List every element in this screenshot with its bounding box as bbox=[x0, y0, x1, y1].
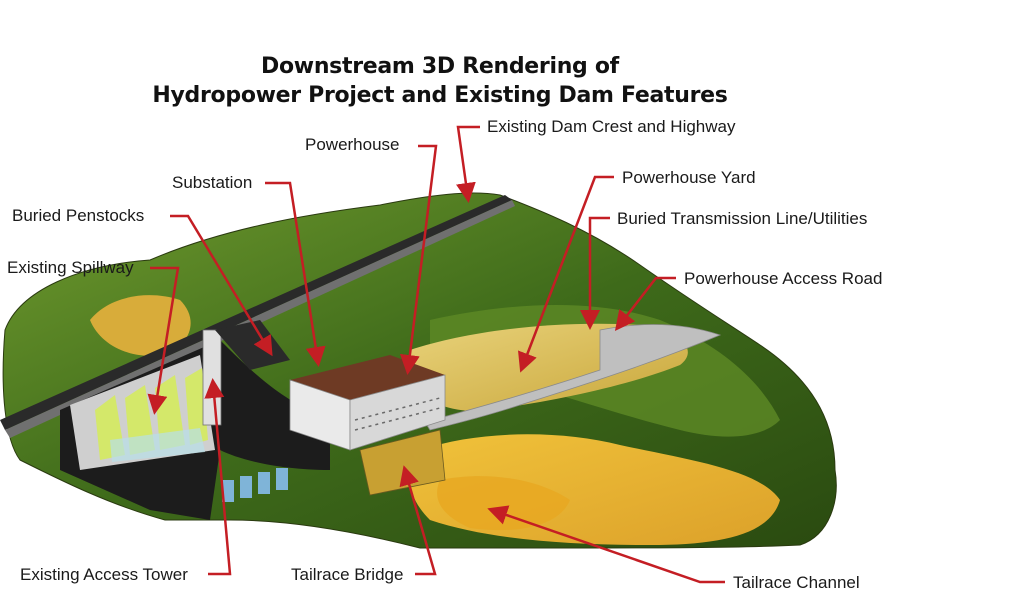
arrow-buried-transmission bbox=[580, 216, 610, 330]
label-buried-penstocks: Buried Penstocks bbox=[12, 206, 145, 225]
arrow-powerhouse-access-road bbox=[614, 276, 676, 331]
arrow-substation bbox=[265, 181, 326, 367]
arrow-tailrace-bridge bbox=[399, 465, 437, 576]
leader-arrows bbox=[147, 125, 725, 584]
diagram-title-line-2: Hydropower Project and Existing Dam Feat… bbox=[152, 83, 728, 108]
arrow-existing-access-tower bbox=[204, 378, 232, 576]
access-road bbox=[424, 324, 722, 431]
arrow-powerhouse bbox=[399, 144, 438, 375]
arrow-buried-penstocks bbox=[170, 214, 273, 357]
label-substation: Substation bbox=[172, 173, 253, 192]
arrow-powerhouse-yard bbox=[518, 175, 614, 373]
tailrace-channel-water bbox=[437, 476, 570, 531]
label-tailrace-bridge: Tailrace Bridge bbox=[291, 565, 404, 584]
tailrace-bridge bbox=[359, 429, 446, 496]
label-tailrace-channel: Tailrace Channel bbox=[733, 573, 860, 592]
label-existing-dam-crest: Existing Dam Crest and Highway bbox=[487, 117, 736, 136]
label-existing-spillway: Existing Spillway bbox=[7, 258, 134, 277]
label-buried-transmission: Buried Transmission Line/Utilities bbox=[617, 209, 868, 228]
diagram-title-line-1: Downstream 3D Rendering of bbox=[261, 54, 619, 79]
arrow-tailrace-channel bbox=[487, 505, 725, 584]
spillway-structure bbox=[70, 355, 215, 470]
blue-grates bbox=[222, 468, 288, 502]
label-powerhouse-yard: Powerhouse Yard bbox=[622, 168, 756, 187]
label-powerhouse-access-road: Powerhouse Access Road bbox=[684, 269, 883, 288]
label-existing-access-tower: Existing Access Tower bbox=[20, 565, 188, 584]
arrow-dam-crest bbox=[456, 125, 480, 203]
arrow-existing-spillway bbox=[147, 266, 180, 415]
dam-crest-highway bbox=[0, 195, 512, 430]
access-tower bbox=[202, 329, 222, 426]
label-powerhouse: Powerhouse bbox=[305, 135, 400, 154]
substation-area bbox=[215, 320, 290, 370]
